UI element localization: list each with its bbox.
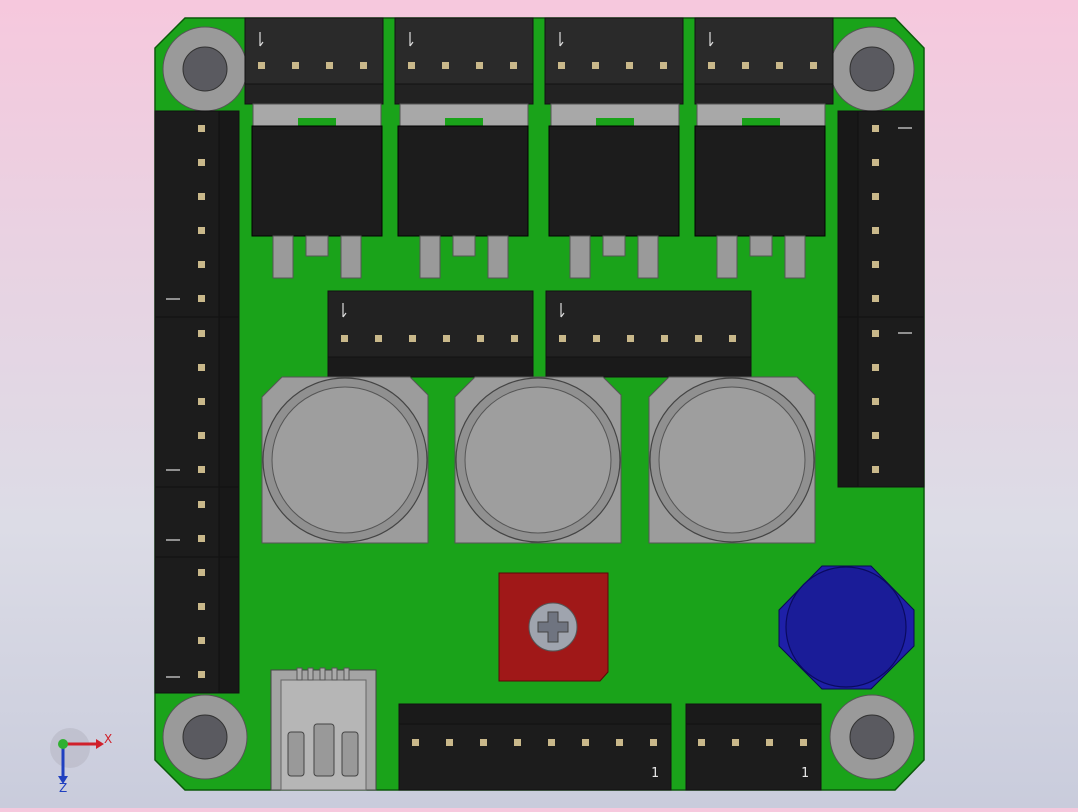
potentiometer [498, 572, 609, 682]
pin1-label: 1 [801, 766, 809, 781]
capacitor-2 [454, 376, 622, 544]
right-header-1 [837, 110, 925, 318]
transistor-4 [694, 103, 826, 279]
right-header-2 [837, 316, 925, 488]
top-header-4 [694, 17, 834, 105]
usb-connector [270, 667, 377, 791]
transistor-3 [548, 103, 680, 279]
capacitor-3 [648, 376, 816, 544]
capacitor-1 [261, 376, 429, 544]
left-header-3 [154, 486, 240, 558]
top-header-2 [394, 17, 534, 105]
left-header-2 [154, 316, 240, 488]
buzzer [778, 565, 915, 690]
mounting-hole-bottom-right [829, 694, 915, 780]
mounting-hole-bottom-left [162, 694, 248, 780]
bottom-header-4pin: 1 [685, 703, 822, 791]
z-axis-label: Z [59, 781, 67, 795]
top-header-3 [544, 17, 684, 105]
mounting-hole-top-right [829, 26, 915, 112]
middle-header-right [545, 290, 752, 378]
transistor-1 [251, 103, 383, 279]
x-axis-label: X [104, 732, 112, 746]
transistor-2 [397, 103, 529, 279]
mounting-hole-top-left [162, 26, 248, 112]
left-header-4 [154, 556, 240, 694]
middle-header-left [327, 290, 534, 378]
pin1-label: 1 [651, 766, 659, 781]
bottom-header-8pin: 1 [398, 703, 672, 791]
top-header-1 [244, 17, 384, 105]
view-triad[interactable]: X Z [50, 728, 112, 795]
left-header-1 [154, 110, 240, 318]
